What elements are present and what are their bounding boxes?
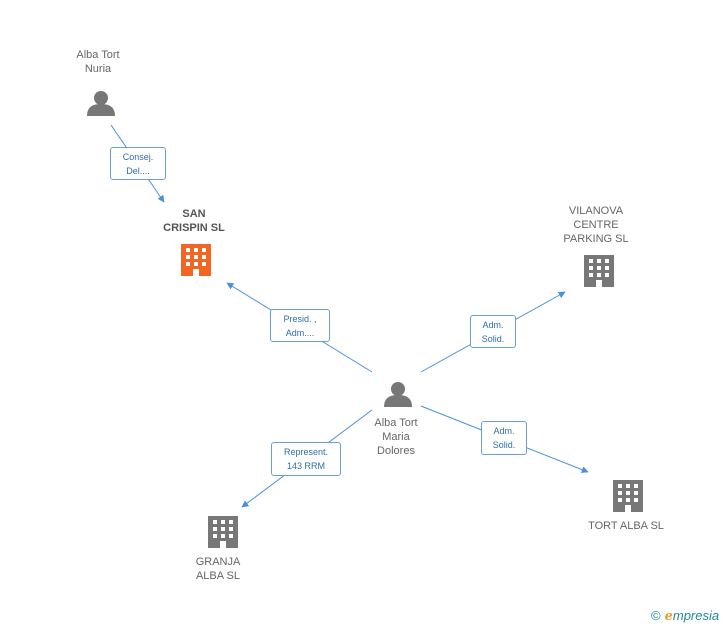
edge-label-adm-solid-tort-alba[interactable]: Adm. Solid.: [481, 421, 527, 455]
edge-label-adm-solid-vilanova[interactable]: Adm. Solid.: [470, 315, 516, 348]
node-label-granja-alba[interactable]: GRANJA ALBA SL: [195, 556, 241, 582]
edge-label-presid[interactable]: Presid. , Adm....: [270, 309, 330, 342]
building-icon[interactable]: [584, 255, 614, 287]
person-icon[interactable]: [87, 91, 115, 116]
node-label-alba-tort-nuria[interactable]: Alba Tort Nuria: [76, 49, 120, 75]
node-label-alba-tort-maria[interactable]: Alba Tort Maria Dolores: [374, 417, 418, 457]
building-icon[interactable]: [181, 244, 211, 276]
node-label-san-crispin[interactable]: SAN CRISPIN SL: [163, 208, 225, 234]
person-icon[interactable]: [384, 382, 412, 407]
node-label-vilanova[interactable]: VILANOVA CENTRE PARKING SL: [563, 205, 629, 245]
edge-label-consej[interactable]: Consej. Del....: [110, 147, 166, 180]
node-label-tort-alba[interactable]: TORT ALBA SL: [588, 520, 664, 532]
building-icon[interactable]: [613, 480, 643, 512]
building-icon[interactable]: [208, 516, 238, 548]
edge-label-represent[interactable]: Represent. 143 RRM: [271, 442, 341, 476]
brand-initial: e: [664, 609, 673, 624]
brand-name: mpresia: [672, 608, 720, 623]
copyright-symbol: ©: [651, 608, 661, 623]
empresia-logo: ©empresia: [651, 608, 719, 624]
